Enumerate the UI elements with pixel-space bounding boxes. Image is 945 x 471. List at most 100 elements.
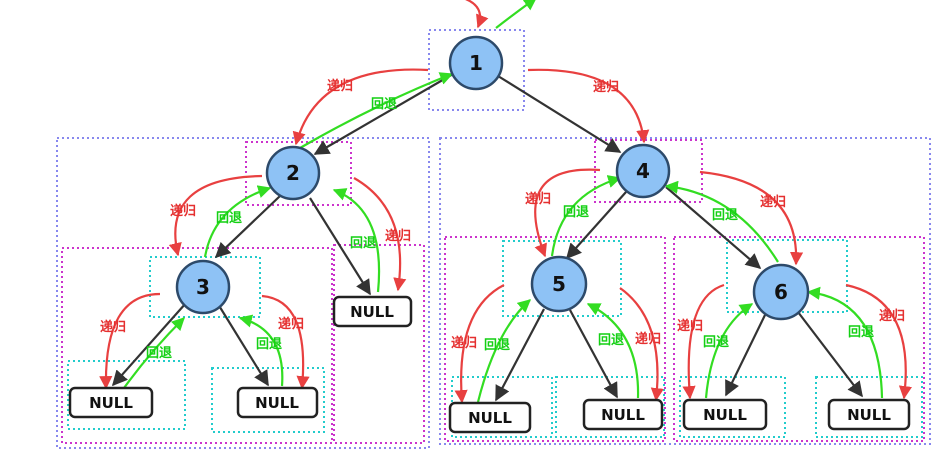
recurse-label-6-nullL: 递归 bbox=[677, 318, 703, 334]
recurse-arrow-1-2 bbox=[292, 68, 429, 146]
recurse-arrow-3-nullL bbox=[99, 292, 161, 390]
node-3: 3 bbox=[175, 259, 231, 315]
backtrack-arrow-nullL-3 bbox=[123, 317, 185, 389]
backtrack-arrow-3-2 bbox=[203, 185, 272, 258]
recurse-label-5-nullR: 递归 bbox=[635, 331, 661, 347]
backtrack-label-nullL-3: 回退 bbox=[146, 346, 172, 361]
recurse-label-1-2: 递归 bbox=[327, 78, 353, 94]
backtrack-label-nullR-5: 回退 bbox=[598, 333, 624, 348]
null-label-5r: NULL bbox=[601, 406, 645, 424]
box-node4-magenta bbox=[594, 139, 703, 203]
box-node1-blue bbox=[428, 29, 525, 111]
backtrack-label-nullR-3: 回退 bbox=[256, 337, 282, 352]
null-boxes: NULL NULL NULL NULL NULL NULL NULL bbox=[68, 295, 911, 434]
backtrack-label-5-4: 回退 bbox=[563, 205, 589, 220]
recurse-arrow-5-nullL bbox=[454, 284, 505, 404]
recurse-arrow-2-3 bbox=[168, 174, 263, 257]
node-1-label: 1 bbox=[469, 51, 483, 75]
recurse-arrow-2-null bbox=[353, 177, 407, 292]
edge-6-nullL bbox=[725, 314, 766, 397]
recurse-label-3-nullR: 递归 bbox=[278, 316, 304, 332]
backtrack-arrow-nullL-5 bbox=[476, 299, 531, 403]
backtrack-arrow-nullL-6 bbox=[704, 303, 754, 399]
box-node2-magenta bbox=[245, 141, 352, 206]
recurse-label-2-3: 递归 bbox=[170, 203, 196, 219]
null-box-3r: NULL bbox=[236, 386, 319, 419]
recurse-label-2-null: 递归 bbox=[385, 228, 411, 244]
backtrack-label-nullL-5: 回退 bbox=[484, 338, 510, 353]
edge-1-2 bbox=[313, 73, 454, 155]
recurse-arrow-6-nullR bbox=[845, 283, 912, 400]
box-null3l-cyan bbox=[67, 360, 186, 430]
backtrack-label-6-4: 回退 bbox=[712, 208, 738, 223]
edge-5-nullL bbox=[495, 308, 545, 402]
edge-3-nullR bbox=[217, 303, 269, 387]
node-6-label: 6 bbox=[774, 280, 788, 304]
edge-3-nullL bbox=[111, 302, 187, 387]
backtrack-arrow-5-4 bbox=[550, 175, 622, 257]
box-right-subtree-blue bbox=[439, 137, 931, 445]
node-3-label: 3 bbox=[196, 275, 210, 299]
null-box-5r: NULL bbox=[582, 398, 664, 431]
backtrack-arrow-nullR-5 bbox=[586, 303, 640, 399]
tree-nodes: 1 2 3 4 5 6 bbox=[175, 35, 810, 321]
group-boxes bbox=[56, 29, 931, 449]
recurse-arrow-5-nullR bbox=[619, 287, 664, 402]
backtrack-labels: 回退 回退 回退 回退 回退 回退 回退 回退 回退 回退 回退 bbox=[146, 97, 874, 361]
recurse-arrow-3-nullR bbox=[261, 294, 310, 390]
backtrack-label-null-2: 回退 bbox=[350, 236, 376, 251]
null-label-6l: NULL bbox=[703, 406, 747, 424]
recurse-arrow-1-4 bbox=[527, 68, 650, 144]
box-subtree5-magenta bbox=[444, 236, 666, 442]
null-box-3l: NULL bbox=[68, 386, 154, 419]
recurse-label-5-nullL: 递归 bbox=[451, 335, 477, 351]
null-label-3r: NULL bbox=[255, 394, 299, 412]
tree-edges bbox=[111, 73, 863, 402]
recurse-label-4-6: 递归 bbox=[760, 194, 786, 210]
node-4-label: 4 bbox=[636, 159, 650, 183]
box-null3r-cyan bbox=[211, 367, 325, 433]
backtrack-arrow-top bbox=[495, 0, 538, 29]
backtrack-arrows bbox=[123, 0, 884, 403]
node-5-label: 5 bbox=[552, 272, 566, 296]
box-null2-magenta bbox=[333, 244, 425, 444]
backtrack-label-2-1: 回退 bbox=[371, 97, 397, 112]
recurse-label-4-5: 递归 bbox=[525, 191, 551, 207]
box-null6r-cyan bbox=[815, 376, 923, 438]
null-label-5l: NULL bbox=[468, 409, 512, 427]
backtrack-arrow-6-4 bbox=[664, 180, 779, 263]
box-node5-cyan bbox=[502, 240, 622, 317]
edge-2-3 bbox=[214, 195, 281, 259]
null-label-6r: NULL bbox=[847, 406, 891, 424]
backtrack-arrow-nullR-6 bbox=[806, 286, 884, 399]
null-label-3l: NULL bbox=[89, 394, 133, 412]
node-4: 4 bbox=[615, 143, 671, 199]
recurse-labels: 递归 递归 递归 递归 递归 递归 递归 递归 递归 递归 递归 递归 bbox=[100, 78, 905, 351]
null-box-5l: NULL bbox=[448, 401, 532, 434]
backtrack-label-3-2: 回退 bbox=[216, 211, 242, 226]
box-left-subtree-blue bbox=[56, 137, 430, 449]
edge-1-4 bbox=[497, 75, 622, 153]
box-subtree3-magenta bbox=[61, 247, 333, 444]
recurse-arrow-top bbox=[464, 0, 489, 29]
recurse-arrow-4-5 bbox=[534, 168, 601, 258]
backtrack-label-nullL-6: 回退 bbox=[703, 335, 729, 350]
box-null6l-cyan bbox=[679, 376, 786, 438]
null-label-2r: NULL bbox=[350, 303, 394, 321]
edge-5-nullR bbox=[569, 309, 618, 399]
recurse-arrows bbox=[99, 0, 912, 404]
box-null5r-cyan bbox=[555, 376, 665, 438]
edge-2-null bbox=[309, 197, 371, 296]
backtrack-arrow-nullR-3 bbox=[238, 314, 284, 387]
recurse-label-3-nullL: 递归 bbox=[100, 319, 126, 335]
edge-4-6 bbox=[665, 186, 762, 270]
backtrack-arrow-null-2 bbox=[332, 188, 381, 293]
backtrack-arrow-2-1 bbox=[299, 72, 454, 149]
recurse-label-6-nullR: 递归 bbox=[879, 308, 905, 324]
recurse-arrow-4-6 bbox=[699, 170, 804, 266]
node-2: 2 bbox=[265, 145, 321, 201]
recurse-label-1-4: 递归 bbox=[593, 79, 619, 95]
edge-4-5 bbox=[565, 191, 627, 260]
null-box-2r: NULL bbox=[332, 295, 413, 328]
